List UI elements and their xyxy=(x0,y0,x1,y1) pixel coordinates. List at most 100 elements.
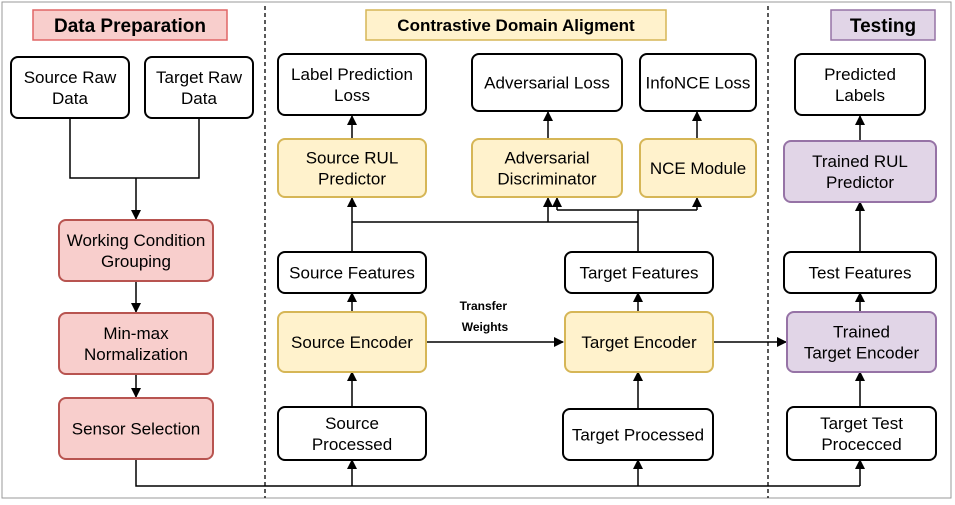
box-sensor-selection-shape xyxy=(58,397,214,460)
box-test-features-label-line: Test Features xyxy=(809,264,912,283)
box-infonce-loss-shape xyxy=(639,53,757,112)
box-target-raw-shape xyxy=(144,56,254,119)
box-target-encoder-label: Target Encoder xyxy=(581,333,697,352)
box-predicted-labels-label-line: Labels xyxy=(835,86,885,105)
box-target-features-label: Target Features xyxy=(579,264,698,283)
box-target-processed: Target Processed xyxy=(562,408,714,461)
box-label-loss-label-line: Label Prediction xyxy=(291,65,413,84)
box-target-test-shape xyxy=(786,406,937,461)
header-alignment-text: Contrastive Domain Aligment xyxy=(397,16,635,35)
box-sensor-selection-label-line: Sensor Selection xyxy=(72,420,201,439)
box-target-processed-label: Target Processed xyxy=(572,426,704,445)
box-working-condition-shape xyxy=(58,219,214,282)
box-adv-disc-shape xyxy=(471,138,623,198)
box-source-features: Source Features xyxy=(277,251,427,294)
box-nce-module-label: NCE Module xyxy=(650,159,746,178)
box-test-features-label: Test Features xyxy=(809,264,912,283)
box-adv-disc-label-line: Adversarial xyxy=(504,149,589,168)
box-source-rul-shape xyxy=(277,138,427,198)
box-source-rul-label-line: Source RUL xyxy=(306,149,399,168)
box-nce-module: NCE Module xyxy=(639,138,757,198)
box-working-condition-label-line: Working Condition xyxy=(67,231,206,250)
edge-selection-bottom-bus xyxy=(135,459,860,487)
box-infonce-loss: InfoNCE Loss xyxy=(639,53,757,112)
header-testing: Testing xyxy=(830,9,936,41)
box-source-encoder-shape xyxy=(277,311,427,373)
box-source-encoder-label-line: Source Encoder xyxy=(291,333,413,352)
box-target-features-shape xyxy=(564,251,714,294)
box-source-raw-label-line: Source Raw xyxy=(24,68,117,87)
box-source-features-shape xyxy=(277,251,427,294)
box-trained-encoder-shape xyxy=(786,311,937,373)
box-source-raw-shape xyxy=(10,56,130,119)
box-trained-rul: Trained RUL Predictor xyxy=(783,140,937,203)
box-source-rul-label-line: Predictor xyxy=(318,170,386,189)
box-sensor-selection-label: Sensor Selection xyxy=(72,420,201,439)
header-testing-text: Testing xyxy=(850,16,916,37)
box-target-encoder: Target Encoder xyxy=(564,311,714,373)
box-label-loss-label-line: Loss xyxy=(334,86,370,105)
box-trained-encoder-label-line: Trained xyxy=(833,323,890,342)
box-adv-loss-shape xyxy=(471,53,623,112)
edge-target-raw-merge xyxy=(136,118,200,179)
box-adv-loss-label-line: Adversarial Loss xyxy=(484,74,610,93)
box-target-processed-shape xyxy=(562,408,714,461)
box-source-encoder: Source Encoder xyxy=(277,311,427,373)
box-source-raw-label-line: Data xyxy=(52,89,88,108)
box-source-features-label-line: Source Features xyxy=(289,264,415,283)
box-target-test-label-line: Procecced xyxy=(821,435,901,454)
box-predicted-labels-shape xyxy=(794,53,926,116)
box-adv-disc-label-line: Discriminator xyxy=(497,170,597,189)
box-nce-module-shape xyxy=(639,138,757,198)
box-target-features-label-line: Target Features xyxy=(579,264,698,283)
box-adv-loss: Adversarial Loss xyxy=(471,53,623,112)
box-trained-rul-label-line: Trained RUL xyxy=(812,152,908,171)
header-alignment: Contrastive Domain Aligment xyxy=(365,9,667,41)
box-minmax-label-line: Min-max xyxy=(103,324,169,343)
box-minmax-shape xyxy=(58,312,214,375)
connectors xyxy=(69,111,865,487)
box-trained-rul-label-line: Predictor xyxy=(826,173,894,192)
box-target-features: Target Features xyxy=(564,251,714,294)
box-source-rul: Source RUL Predictor xyxy=(277,138,427,198)
box-predicted-labels-label-line: Predicted xyxy=(824,65,896,84)
box-source-encoder-label: Source Encoder xyxy=(291,333,413,352)
box-test-features-shape xyxy=(783,251,937,294)
box-sensor-selection: Sensor Selection xyxy=(58,397,214,460)
box-target-raw-label-line: Target Raw xyxy=(156,68,243,87)
box-target-encoder-label-line: Target Encoder xyxy=(581,333,697,352)
header-preparation: Data Preparation xyxy=(32,9,228,41)
box-source-features-label: Source Features xyxy=(289,264,415,283)
transfer-label-line-1: Transfer xyxy=(460,299,508,313)
transfer-weights-label: Transfer Weights xyxy=(460,299,511,334)
edge-source-raw-merge xyxy=(69,118,136,179)
box-target-encoder-shape xyxy=(564,311,714,373)
box-source-processed-label-line: Source xyxy=(325,414,379,433)
box-source-processed-shape xyxy=(277,406,427,461)
box-target-test-label-line: Target Test xyxy=(820,414,903,433)
box-infonce-loss-label: InfoNCE Loss xyxy=(646,74,751,93)
transfer-label-line-2: Weights xyxy=(462,320,509,334)
box-trained-rul-label: Trained RUL Predictor xyxy=(812,152,908,192)
